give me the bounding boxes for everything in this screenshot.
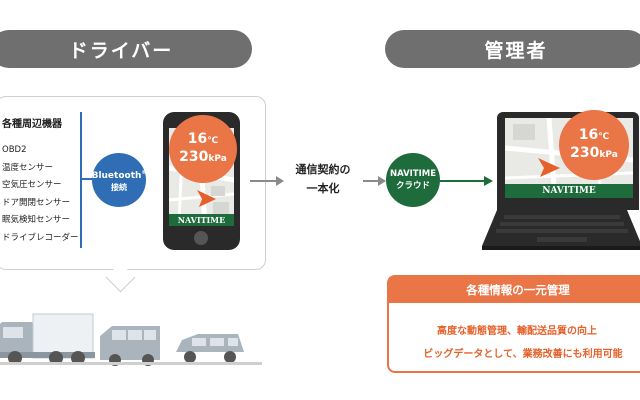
contract-line-1: 通信契約の bbox=[295, 163, 351, 176]
laptop-pressure-value: 230 bbox=[570, 145, 600, 161]
device-item-drowsiness-sensor: 眠気検知センサー bbox=[2, 215, 71, 225]
device-item-obd2: OBD2 bbox=[2, 145, 27, 155]
laptop-temperature-unit: ℃ bbox=[598, 132, 610, 142]
laptop-keyboard-icon bbox=[482, 210, 640, 250]
navitime-cloud-node: NAVITIME クラウド bbox=[386, 153, 440, 207]
laptop-pressure-unit: kPa bbox=[599, 150, 618, 160]
management-line-2: ビッグデータとして、業務改善にも利用可能 bbox=[423, 349, 623, 360]
management-title: 各種情報の一元管理 bbox=[389, 277, 640, 303]
contract-label: 通信契約の 一本化 bbox=[283, 160, 363, 198]
phone-sensor-readout: 16℃ 230kPa bbox=[169, 115, 237, 183]
admin-section-title: 管理者 bbox=[385, 30, 640, 68]
driver-section-title: ドライバー bbox=[0, 30, 252, 68]
bluetooth-sub-label: 接続 bbox=[111, 182, 127, 192]
laptop-brand-bar: NAVITIME bbox=[505, 184, 633, 198]
bluetooth-connector-line bbox=[80, 178, 100, 180]
arrow-contract-to-cloud-icon bbox=[363, 176, 386, 186]
road-line bbox=[0, 362, 262, 365]
phone-temperature-value: 16 bbox=[187, 131, 208, 147]
bluetooth-label: Bluetooth bbox=[91, 170, 142, 181]
laptop-sensor-readout: 16℃ 230kPa bbox=[559, 110, 629, 180]
devices-connector-line bbox=[80, 112, 82, 248]
device-item-drive-recorder: ドライブレコーダー bbox=[2, 232, 79, 243]
device-item-pressure-sensor: 空気圧センサー bbox=[2, 180, 62, 190]
minivan-icon bbox=[176, 334, 244, 363]
bluetooth-registered-mark: ® bbox=[141, 169, 147, 176]
laptop-temperature-value: 16 bbox=[578, 127, 599, 143]
cloud-line-2: クラウド bbox=[395, 181, 430, 191]
contract-line-2: 一本化 bbox=[306, 182, 340, 195]
bluetooth-connection-node: Bluetooth® 接続 bbox=[92, 153, 146, 207]
phone-brand-bar: NAVITIME bbox=[169, 214, 234, 226]
phone-pressure-unit: kPa bbox=[208, 154, 227, 164]
truck-icon bbox=[0, 313, 95, 365]
devices-title: 各種周辺機器 bbox=[2, 119, 62, 130]
management-line-1: 高度な動態管理、輸配送品質の向上 bbox=[437, 326, 597, 337]
van-icon bbox=[100, 326, 160, 366]
device-item-temperature-sensor: 温度センサー bbox=[2, 162, 54, 173]
device-item-door-sensor: ドア開閉センサー bbox=[2, 197, 71, 208]
arrow-cloud-to-laptop-icon bbox=[440, 176, 493, 186]
phone-pressure-value: 230 bbox=[179, 149, 209, 165]
phone-temperature-unit: ℃ bbox=[207, 136, 219, 146]
devices-list: OBD2 温度センサー 空気圧センサー ドア開閉センサー 眠気検知センサー ドラ… bbox=[2, 142, 79, 247]
phone-home-button bbox=[194, 231, 208, 245]
cloud-line-1: NAVITIME bbox=[389, 169, 437, 179]
